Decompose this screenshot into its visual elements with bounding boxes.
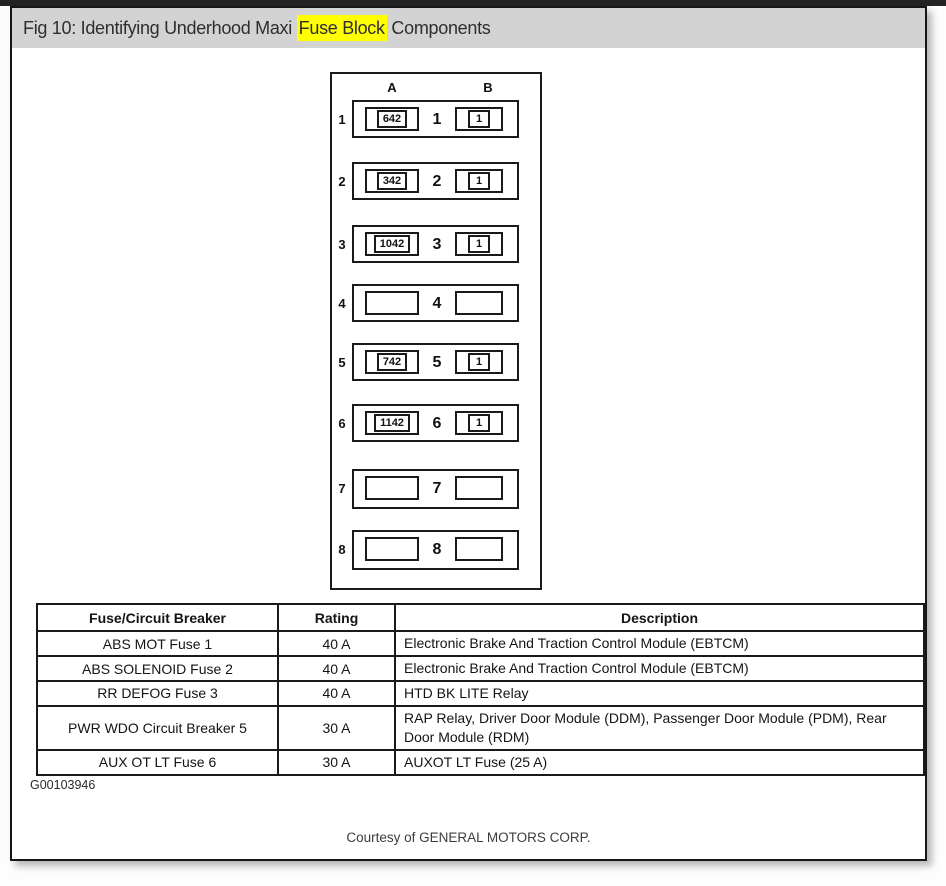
fuse-row-number: 7 [432,480,442,497]
fuse-slot-a: 342 [365,169,419,193]
fuse-slot-a: 642 [365,107,419,131]
table-header-fuse: Fuse/Circuit Breaker [36,603,279,632]
figure-title-bar: Fig 10: Identifying Underhood Maxi Fuse … [12,8,925,48]
fuse-slot-a [365,537,419,561]
table-cell-fuse: RR DEFOG Fuse 3 [36,680,279,707]
table-row: AUX OT LT Fuse 6 30 A AUXOT LT Fuse (25 … [36,748,925,776]
row-index-label: 8 [338,542,346,557]
table-cell-description: Electronic Brake And Traction Control Mo… [394,630,925,657]
fuse-slot-value: 342 [376,172,408,190]
row-index-label: 6 [338,416,346,431]
figure-id: G00103946 [30,778,96,792]
fuse-row-number: 1 [432,111,442,128]
fuse-slot-value: 742 [376,353,408,371]
fuse-slot-value: 642 [376,110,408,128]
row-index-label: 5 [338,355,346,370]
fuse-slot-value: 1 [468,353,490,371]
table-cell-description: Electronic Brake And Traction Control Mo… [394,655,925,682]
table-row: PWR WDO Circuit Breaker 5 30 A RAP Relay… [36,704,925,751]
fuse-slot-b: 1 [455,411,503,435]
fuse-row-number: 8 [432,541,442,558]
fuse-slot-b [455,476,503,500]
fuse-slot-value: 1 [468,414,490,432]
fuse-slot-value: 1142 [374,414,410,432]
column-a-label: A [387,80,397,95]
table-row: ABS MOT Fuse 1 40 A Electronic Brake And… [36,630,925,657]
fuse-row: 642 1 1 [352,100,519,138]
fuse-slot-a: 1142 [365,411,419,435]
table-cell-rating: 40 A [277,680,396,707]
fuse-row-number: 3 [432,236,442,253]
fuse-slot-b: 1 [455,350,503,374]
row-index-label: 7 [338,481,346,496]
row-index-label: 2 [338,174,346,189]
fuse-slot-value: 1042 [373,235,411,253]
fuse-row-number: 5 [432,354,442,371]
fuse-slot-value: 1 [468,110,490,128]
fuse-slot-b: 1 [455,107,503,131]
table-header-description: Description [394,603,925,632]
fuse-slot-a [365,476,419,500]
fuse-slot-a: 742 [365,350,419,374]
fuse-row-number: 2 [432,173,442,190]
fuse-row: 1142 6 1 [352,404,519,442]
figure-title-suffix: Components [386,17,491,38]
fuse-slot-b [455,537,503,561]
fuse-row: 1042 3 1 [352,225,519,263]
fuse-row-number: 4 [432,295,442,312]
fuse-row-number: 6 [432,415,442,432]
figure-title-prefix: Fig 10: Identifying Underhood Maxi [23,17,297,38]
window-top-edge [0,0,946,6]
table-row: RR DEFOG Fuse 3 40 A HTD BK LITE Relay [36,680,925,707]
table-header-rating: Rating [277,603,396,632]
table-cell-fuse: PWR WDO Circuit Breaker 5 [36,704,279,751]
fuse-row: 7 [352,469,519,509]
fuse-row: 742 5 1 [352,343,519,381]
figure-title: Fig 10: Identifying Underhood Maxi Fuse … [23,14,491,41]
table-cell-fuse: ABS MOT Fuse 1 [36,630,279,657]
table-cell-description: AUXOT LT Fuse (25 A) [394,748,925,776]
table-cell-fuse: AUX OT LT Fuse 6 [36,748,279,776]
column-b-label: B [483,80,493,95]
table-cell-description: RAP Relay, Driver Door Module (DDM), Pas… [394,704,925,751]
fuse-slot-a: 1042 [365,232,419,256]
row-index-label: 1 [338,112,346,127]
search-highlight: Fuse Block [296,14,387,41]
figure-panel: Fig 10: Identifying Underhood Maxi Fuse … [10,6,927,861]
fuse-row: 8 [352,530,519,570]
courtesy-note: Courtesy of GENERAL MOTORS CORP. [346,830,591,845]
fuse-row: 342 2 1 [352,162,519,200]
table-cell-fuse: ABS SOLENOID Fuse 2 [36,655,279,682]
fuse-slot-b: 1 [455,169,503,193]
row-index-label: 3 [338,237,346,252]
table-cell-rating: 40 A [277,655,396,682]
fuse-block-diagram: A B 1 642 1 1 2 342 2 1 3 1042 3 1 4 4 5… [330,72,542,590]
table-header-row: Fuse/Circuit Breaker Rating Description [36,603,925,632]
table-row: ABS SOLENOID Fuse 2 40 A Electronic Brak… [36,655,925,682]
table-cell-description: HTD BK LITE Relay [394,680,925,707]
fuse-slot-b [455,291,503,315]
table-cell-rating: 30 A [277,748,396,776]
fuse-slot-value: 1 [468,172,490,190]
row-index-label: 4 [338,296,346,311]
fuse-slot-value: 1 [468,235,490,253]
fuse-table: Fuse/Circuit Breaker Rating Description … [36,603,925,776]
fuse-slot-a [365,291,419,315]
table-cell-rating: 40 A [277,630,396,657]
fuse-row: 4 [352,284,519,322]
table-cell-rating: 30 A [277,704,396,751]
fuse-slot-b: 1 [455,232,503,256]
